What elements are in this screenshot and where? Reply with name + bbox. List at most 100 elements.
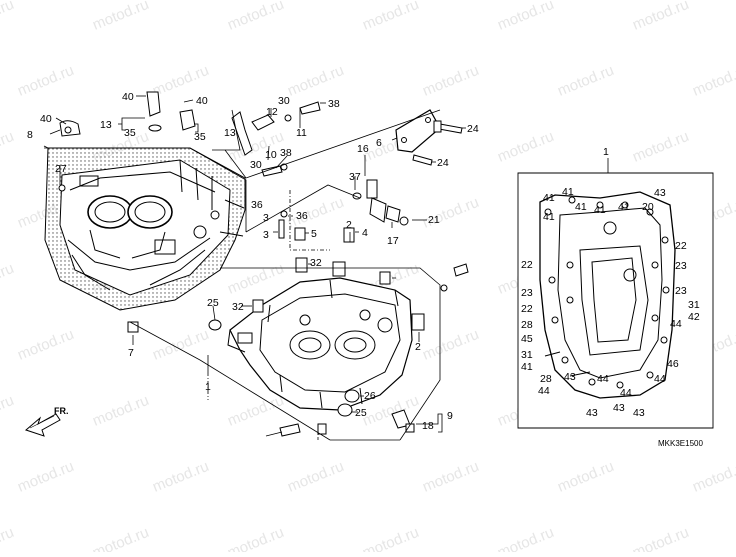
callout: 13 <box>224 127 236 139</box>
watermark: motod.ru <box>630 0 691 34</box>
watermark: motod.ru <box>420 326 481 364</box>
watermark: motod.ru <box>225 524 286 552</box>
watermark: motod.ru <box>555 458 616 496</box>
callout: 44 <box>654 373 666 385</box>
callout: 44 <box>597 373 609 385</box>
callout: 41 <box>543 192 555 204</box>
callout: 41 <box>575 201 587 213</box>
watermark: motod.ru <box>495 0 556 34</box>
callout: 32 <box>310 257 322 269</box>
callout: 43 <box>633 407 645 419</box>
watermark: motod.ru <box>150 458 211 496</box>
drawing-code: MKK3E1500 <box>658 439 703 448</box>
watermark: motod.ru <box>630 128 691 166</box>
watermark: motod.ru <box>495 524 556 552</box>
callout: 11 <box>296 127 307 139</box>
callout: 41 <box>618 201 630 213</box>
callout: 26 <box>364 390 376 402</box>
callout: 23 <box>675 285 687 297</box>
callout: 41 <box>521 361 533 373</box>
watermark: motod.ru <box>15 326 76 364</box>
callout: 38 <box>328 98 340 110</box>
callout: 40 <box>122 91 134 103</box>
watermark: motod.ru <box>630 524 691 552</box>
callout: 3 <box>263 212 269 224</box>
callout: 8 <box>27 129 33 141</box>
callout: 24 <box>437 157 449 169</box>
callout: 7 <box>128 347 134 359</box>
callouts-main: 1 2 2 3 3 4 5 6 7 8 9 10 11 12 13 13 16 … <box>27 91 479 432</box>
callouts-inset: 1 20 22 22 22 23 23 23 28 28 31 31 41 41… <box>521 186 700 419</box>
callout: 46 <box>667 358 679 370</box>
callout: 16 <box>357 143 369 155</box>
callout: 41 <box>543 211 555 223</box>
watermark: motod.ru <box>15 62 76 100</box>
front-direction-arrow: FR. <box>25 406 69 437</box>
watermark: motod.ru <box>360 524 421 552</box>
watermark: motod.ru <box>0 128 16 166</box>
callout: 17 <box>387 235 399 247</box>
callout: 4 <box>362 227 368 239</box>
watermark: motod.ru <box>225 260 286 298</box>
callout: 25 <box>207 297 219 309</box>
watermark: motod.ru <box>150 326 211 364</box>
callout: 43 <box>564 371 576 383</box>
watermark: motod.ru <box>420 194 481 232</box>
callout: 41 <box>594 204 606 216</box>
inset-panel: 1 <box>517 146 714 429</box>
watermark: motod.ru <box>690 62 736 100</box>
watermark: motod.ru <box>690 458 736 496</box>
watermark: motod.ru <box>90 524 151 552</box>
watermark: motod.ru <box>0 0 16 34</box>
lower-crankcase <box>227 277 413 411</box>
callout: 1 <box>205 381 211 393</box>
callout: 36 <box>251 199 263 211</box>
callout: 28 <box>540 373 552 385</box>
callout: 13 <box>100 119 112 131</box>
callout: 22 <box>521 303 533 315</box>
callout: 9 <box>447 410 453 422</box>
callout: 2 <box>346 219 352 231</box>
callout: 36 <box>296 210 308 222</box>
callout: 5 <box>311 228 317 240</box>
callout: 3 <box>263 229 269 241</box>
callout: 22 <box>675 240 687 252</box>
callout: 18 <box>422 420 434 432</box>
watermark: motod.ru <box>285 62 346 100</box>
callout: 43 <box>586 407 598 419</box>
callout: 35 <box>124 127 136 139</box>
callout: 32 <box>232 301 244 313</box>
callout: 40 <box>40 113 52 125</box>
watermark: motod.ru <box>0 260 16 298</box>
callout: 31 <box>521 349 533 361</box>
watermark: motod.ru <box>225 0 286 34</box>
watermark: motod.ru <box>420 62 481 100</box>
watermark: motod.ru <box>285 194 346 232</box>
watermark: motod.ru <box>285 458 346 496</box>
watermark: motod.ru <box>90 0 151 34</box>
watermark: motod.ru <box>15 458 76 496</box>
direction-label: FR. <box>54 406 69 416</box>
callout: 28 <box>521 319 533 331</box>
callout: 22 <box>521 259 533 271</box>
callout: 2 <box>415 341 421 353</box>
callout: 25 <box>355 407 367 419</box>
leader-lines <box>43 95 466 437</box>
watermark: motod.ru <box>555 62 616 100</box>
watermark: motod.ru <box>360 0 421 34</box>
callout: 45 <box>521 333 533 345</box>
callout: 10 <box>265 149 277 161</box>
callout: 44 <box>538 385 550 397</box>
callout: 6 <box>376 137 382 149</box>
watermark: motod.ru <box>0 524 16 552</box>
watermark: motod.ru <box>495 128 556 166</box>
inset-assembly-callout: 1 <box>603 146 609 158</box>
callout: 40 <box>196 95 208 107</box>
frame-lines <box>44 109 441 441</box>
callout: 30 <box>278 95 290 107</box>
callout: 44 <box>620 387 632 399</box>
small-parts <box>58 91 469 437</box>
callout: 42 <box>688 311 700 323</box>
